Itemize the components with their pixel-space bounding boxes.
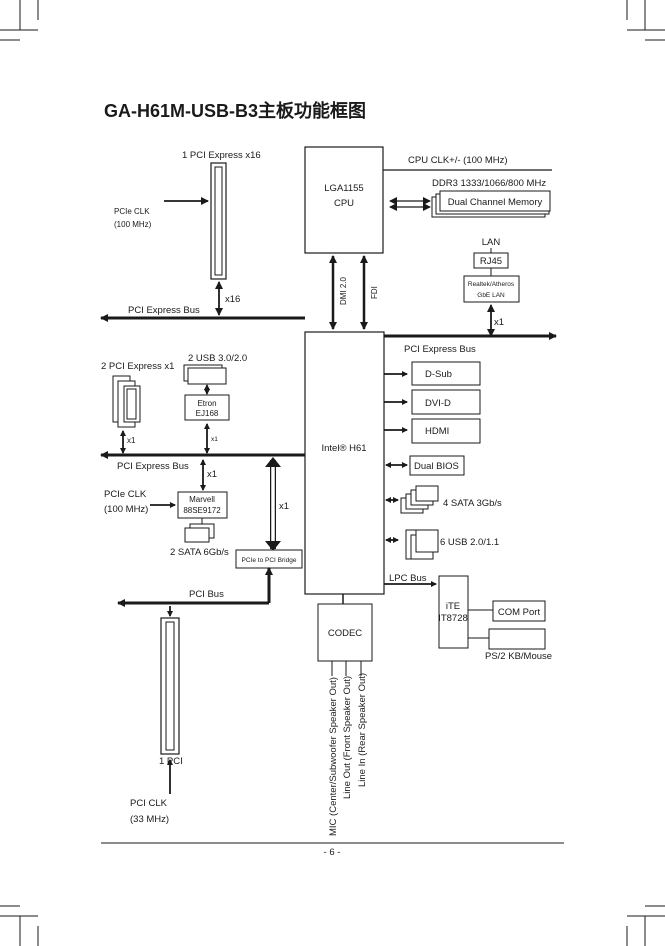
pcie-x1-slot-inner — [126, 388, 137, 420]
ite-model: IT8728 — [438, 613, 468, 624]
usb3-stack-front — [187, 367, 227, 385]
right-pcie-bus-label: PCI Express Bus — [404, 344, 476, 355]
etron-link-width: x1 — [211, 436, 218, 443]
memory-spec-label: DDR3 1333/1066/800 MHz — [432, 178, 546, 189]
memory-label: Dual Channel Memory — [448, 197, 543, 208]
etron-label: Etron — [197, 399, 216, 408]
cpu-label: CPU — [334, 198, 354, 209]
dvid-label: DVI-D — [425, 398, 451, 409]
sata3g-label: 4 SATA 3Gb/s — [443, 498, 502, 509]
usb2-label: 6 USB 2.0/1.1 — [440, 537, 499, 548]
pci-clk-freq: (33 MHz) — [130, 814, 169, 825]
dmi-label: DMI 2.0 — [339, 276, 348, 305]
page-number: - 6 - — [324, 847, 341, 858]
bridge-link-width: x1 — [279, 501, 289, 512]
codec-output-line-in: Line In (Rear Speaker Out) — [357, 673, 368, 787]
lan-chip-box — [463, 275, 520, 303]
usb2-stack-3 — [415, 529, 439, 553]
usb3-label: 2 USB 3.0/2.0 — [188, 353, 247, 364]
sata6g-label: 2 SATA 6Gb/s — [170, 547, 229, 558]
pcie-clk-freq: (100 MHz) — [114, 220, 152, 229]
com-label: COM Port — [498, 607, 541, 618]
ps2-label: PS/2 KB/Mouse — [485, 651, 552, 662]
dsub-box — [411, 361, 481, 386]
lan-chip-vendor: Realtek/Atheros — [468, 281, 515, 288]
lpc-bus-label: LPC Bus — [389, 573, 427, 584]
pci-bus-label: PCI Bus — [189, 589, 224, 600]
pcie-clk-label: PCIe CLK — [114, 207, 150, 216]
pcie-x16-bus-label: PCI Express Bus — [128, 305, 200, 316]
pcie-x1-label: 2 PCI Express x1 — [101, 361, 174, 372]
ps2-box — [488, 628, 546, 650]
fdi-label: FDI — [370, 286, 379, 299]
codec-box — [317, 603, 373, 662]
cpu-box — [304, 146, 384, 254]
marvell-label: Marvell — [189, 495, 215, 504]
memory-box — [439, 190, 551, 212]
lan-link-width: x1 — [494, 317, 504, 328]
cpu-clk-label: CPU CLK+/- (100 MHz) — [408, 155, 508, 166]
marvell-link-width: x1 — [207, 469, 217, 480]
codec-label: CODEC — [328, 628, 362, 639]
marvell-clk-freq: (100 MHz) — [104, 504, 148, 515]
bridge-arrow-down — [265, 541, 281, 551]
chipset-label: Intel® H61 — [321, 443, 366, 454]
etron-box — [184, 394, 230, 421]
bridge-label: PCIe to PCI Bridge — [242, 557, 297, 564]
page-title: GA-H61M-USB-B3主板功能框图 — [104, 100, 366, 121]
chipset-box — [304, 331, 385, 595]
pcie-x16-slot-label: 1 PCI Express x16 — [182, 150, 261, 161]
ite-label: iTE — [446, 601, 460, 612]
rj45-label: RJ45 — [480, 256, 502, 267]
pcie-x1-link-width: x1 — [127, 436, 136, 445]
sata6g-stack-front — [184, 527, 210, 543]
pcie-x16-slot-inner — [214, 166, 223, 276]
codec-output-line-out: Line Out (Front Speaker Out) — [342, 676, 353, 799]
lan-chip-type: GbE LAN — [477, 292, 505, 299]
cpu-socket-label: LGA1155 — [324, 183, 363, 194]
codec-output-mic: MIC (Center/Subwoofer Speaker Out) — [328, 677, 339, 836]
sata3g-stack-4 — [415, 485, 439, 502]
dvid-box — [411, 389, 481, 415]
etron-model: EJ168 — [196, 409, 219, 418]
marvell-box — [177, 491, 228, 519]
hdmi-box — [411, 418, 481, 444]
com-box — [492, 600, 546, 622]
pci-clk-label: PCI CLK — [130, 798, 168, 809]
marvell-model: 88SE9172 — [183, 506, 221, 515]
marvell-clk-label: PCIe CLK — [104, 489, 147, 500]
bios-box — [409, 455, 465, 476]
bios-label: Dual BIOS — [414, 461, 459, 472]
dsub-label: D-Sub — [425, 369, 452, 380]
pcie-x16-link-width: x16 — [225, 294, 240, 305]
lan-label: LAN — [482, 237, 501, 248]
bridge-arrow-up — [265, 457, 281, 467]
pci-slot-inner — [165, 621, 175, 751]
pcie-bus2-label: PCI Express Bus — [117, 461, 189, 472]
ite-box — [438, 575, 469, 649]
hdmi-label: HDMI — [425, 426, 449, 437]
